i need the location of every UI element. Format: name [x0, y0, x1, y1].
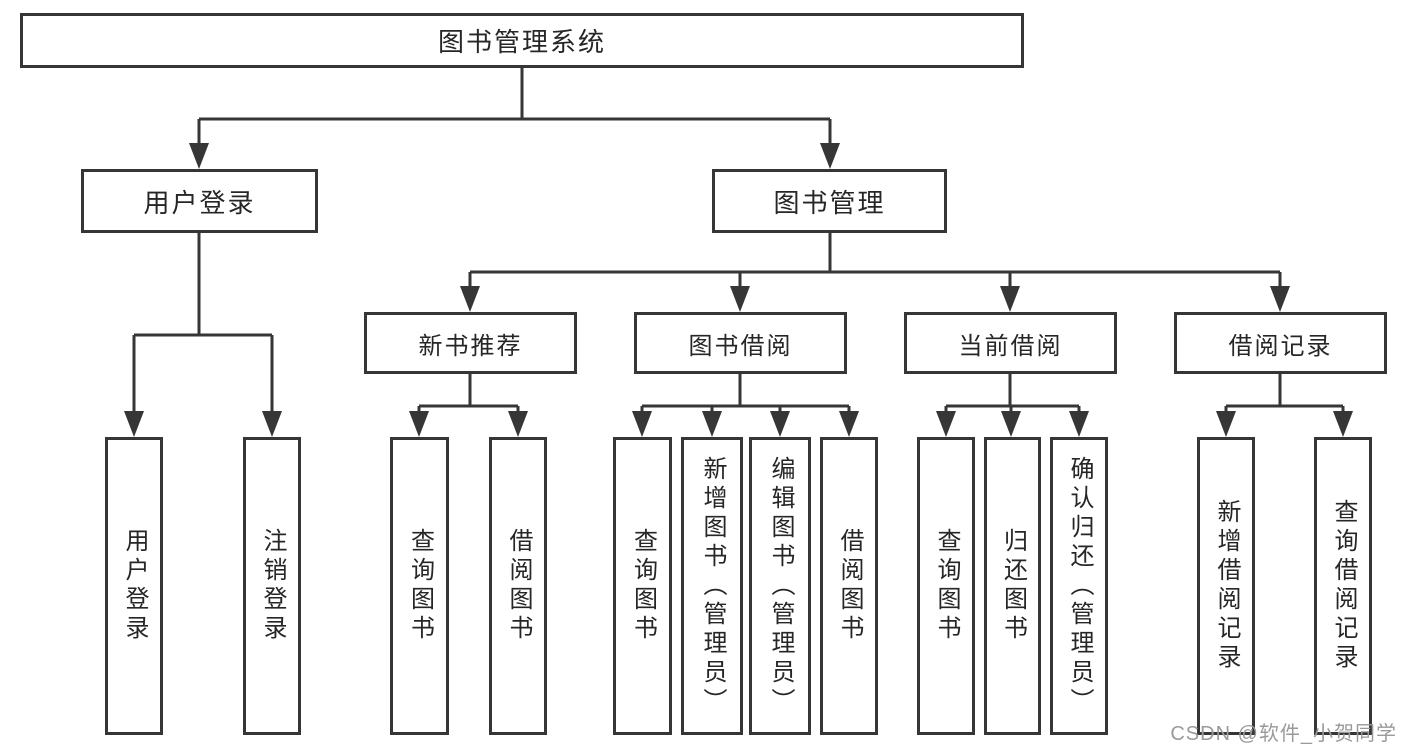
arrow-down-icon — [1333, 411, 1353, 437]
arrow-down-icon — [262, 411, 282, 437]
leaf-query-borrowing-record: 查询借阅记录 — [1314, 437, 1372, 735]
leaf-user-login: 用户登录 — [105, 437, 163, 735]
leaf-add-books-admin: 新增图书（管理员） — [681, 437, 743, 735]
arrow-down-icon — [839, 411, 859, 437]
node-book-management: 图书管理 — [712, 169, 947, 233]
arrow-down-icon — [632, 411, 652, 437]
leaf-logout: 注销登录 — [243, 437, 301, 735]
arrow-down-icon — [1069, 411, 1089, 437]
leaf-edit-books-admin: 编辑图书（管理员） — [749, 437, 811, 735]
node-book-borrowing: 图书借阅 — [634, 312, 847, 374]
node-user-login: 用户登录 — [81, 169, 318, 233]
leaf-borrow-books-recommendation: 借阅图书 — [489, 437, 547, 735]
leaf-query-books-borrowing: 查询图书 — [613, 437, 672, 735]
connector-stems — [132, 68, 1345, 431]
csdn-watermark: CSDN @软件_小贺同学 — [1170, 723, 1397, 745]
node-new-book-recommendation: 新书推荐 — [364, 312, 577, 374]
leaf-query-books-current: 查询图书 — [917, 437, 975, 735]
leaf-add-borrowing-record: 新增借阅记录 — [1197, 437, 1255, 735]
arrow-down-icon — [730, 286, 750, 312]
node-current-borrowing: 当前借阅 — [904, 312, 1117, 374]
arrow-down-icon — [1270, 286, 1290, 312]
arrow-down-icon — [702, 411, 722, 437]
arrow-down-icon — [508, 411, 528, 437]
arrow-down-icon — [820, 143, 840, 169]
arrow-down-icon — [409, 411, 429, 437]
arrow-down-icon — [124, 411, 144, 437]
arrow-down-icon — [770, 411, 790, 437]
leaf-borrow-books-borrowing: 借阅图书 — [820, 437, 878, 735]
node-borrowing-records: 借阅记录 — [1174, 312, 1387, 374]
arrow-down-icon — [460, 286, 480, 312]
arrow-down-icon — [936, 411, 956, 437]
leaf-query-books-recommendation: 查询图书 — [390, 437, 449, 735]
arrow-down-icon — [1216, 411, 1236, 437]
arrow-down-icon — [1001, 411, 1021, 437]
node-library-management-system: 图书管理系统 — [20, 13, 1024, 68]
leaf-return-books: 归还图书 — [984, 437, 1041, 735]
arrowheads — [124, 143, 1353, 437]
arrow-down-icon — [1000, 286, 1020, 312]
arrow-down-icon — [189, 143, 209, 169]
leaf-confirm-return-admin: 确认归还（管理员） — [1050, 437, 1108, 735]
